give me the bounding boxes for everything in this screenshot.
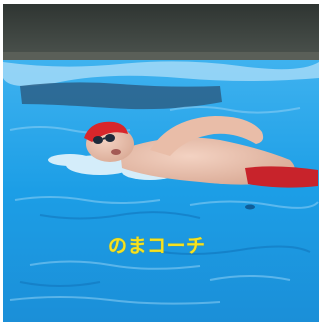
water-highlight: [3, 61, 319, 87]
water-shadows: [19, 211, 311, 287]
swimmer: [84, 116, 318, 188]
goggles-icon: [93, 134, 115, 144]
pool-edge: [3, 52, 319, 60]
deck-reflection: [20, 82, 222, 110]
water-spot: [245, 204, 255, 210]
coach-caption: のまコーチ: [108, 235, 206, 257]
swimmer-mouth: [111, 149, 121, 155]
pool-deck: [3, 4, 319, 56]
swimsuit: [245, 166, 318, 188]
swimmer-arm: [150, 116, 264, 156]
